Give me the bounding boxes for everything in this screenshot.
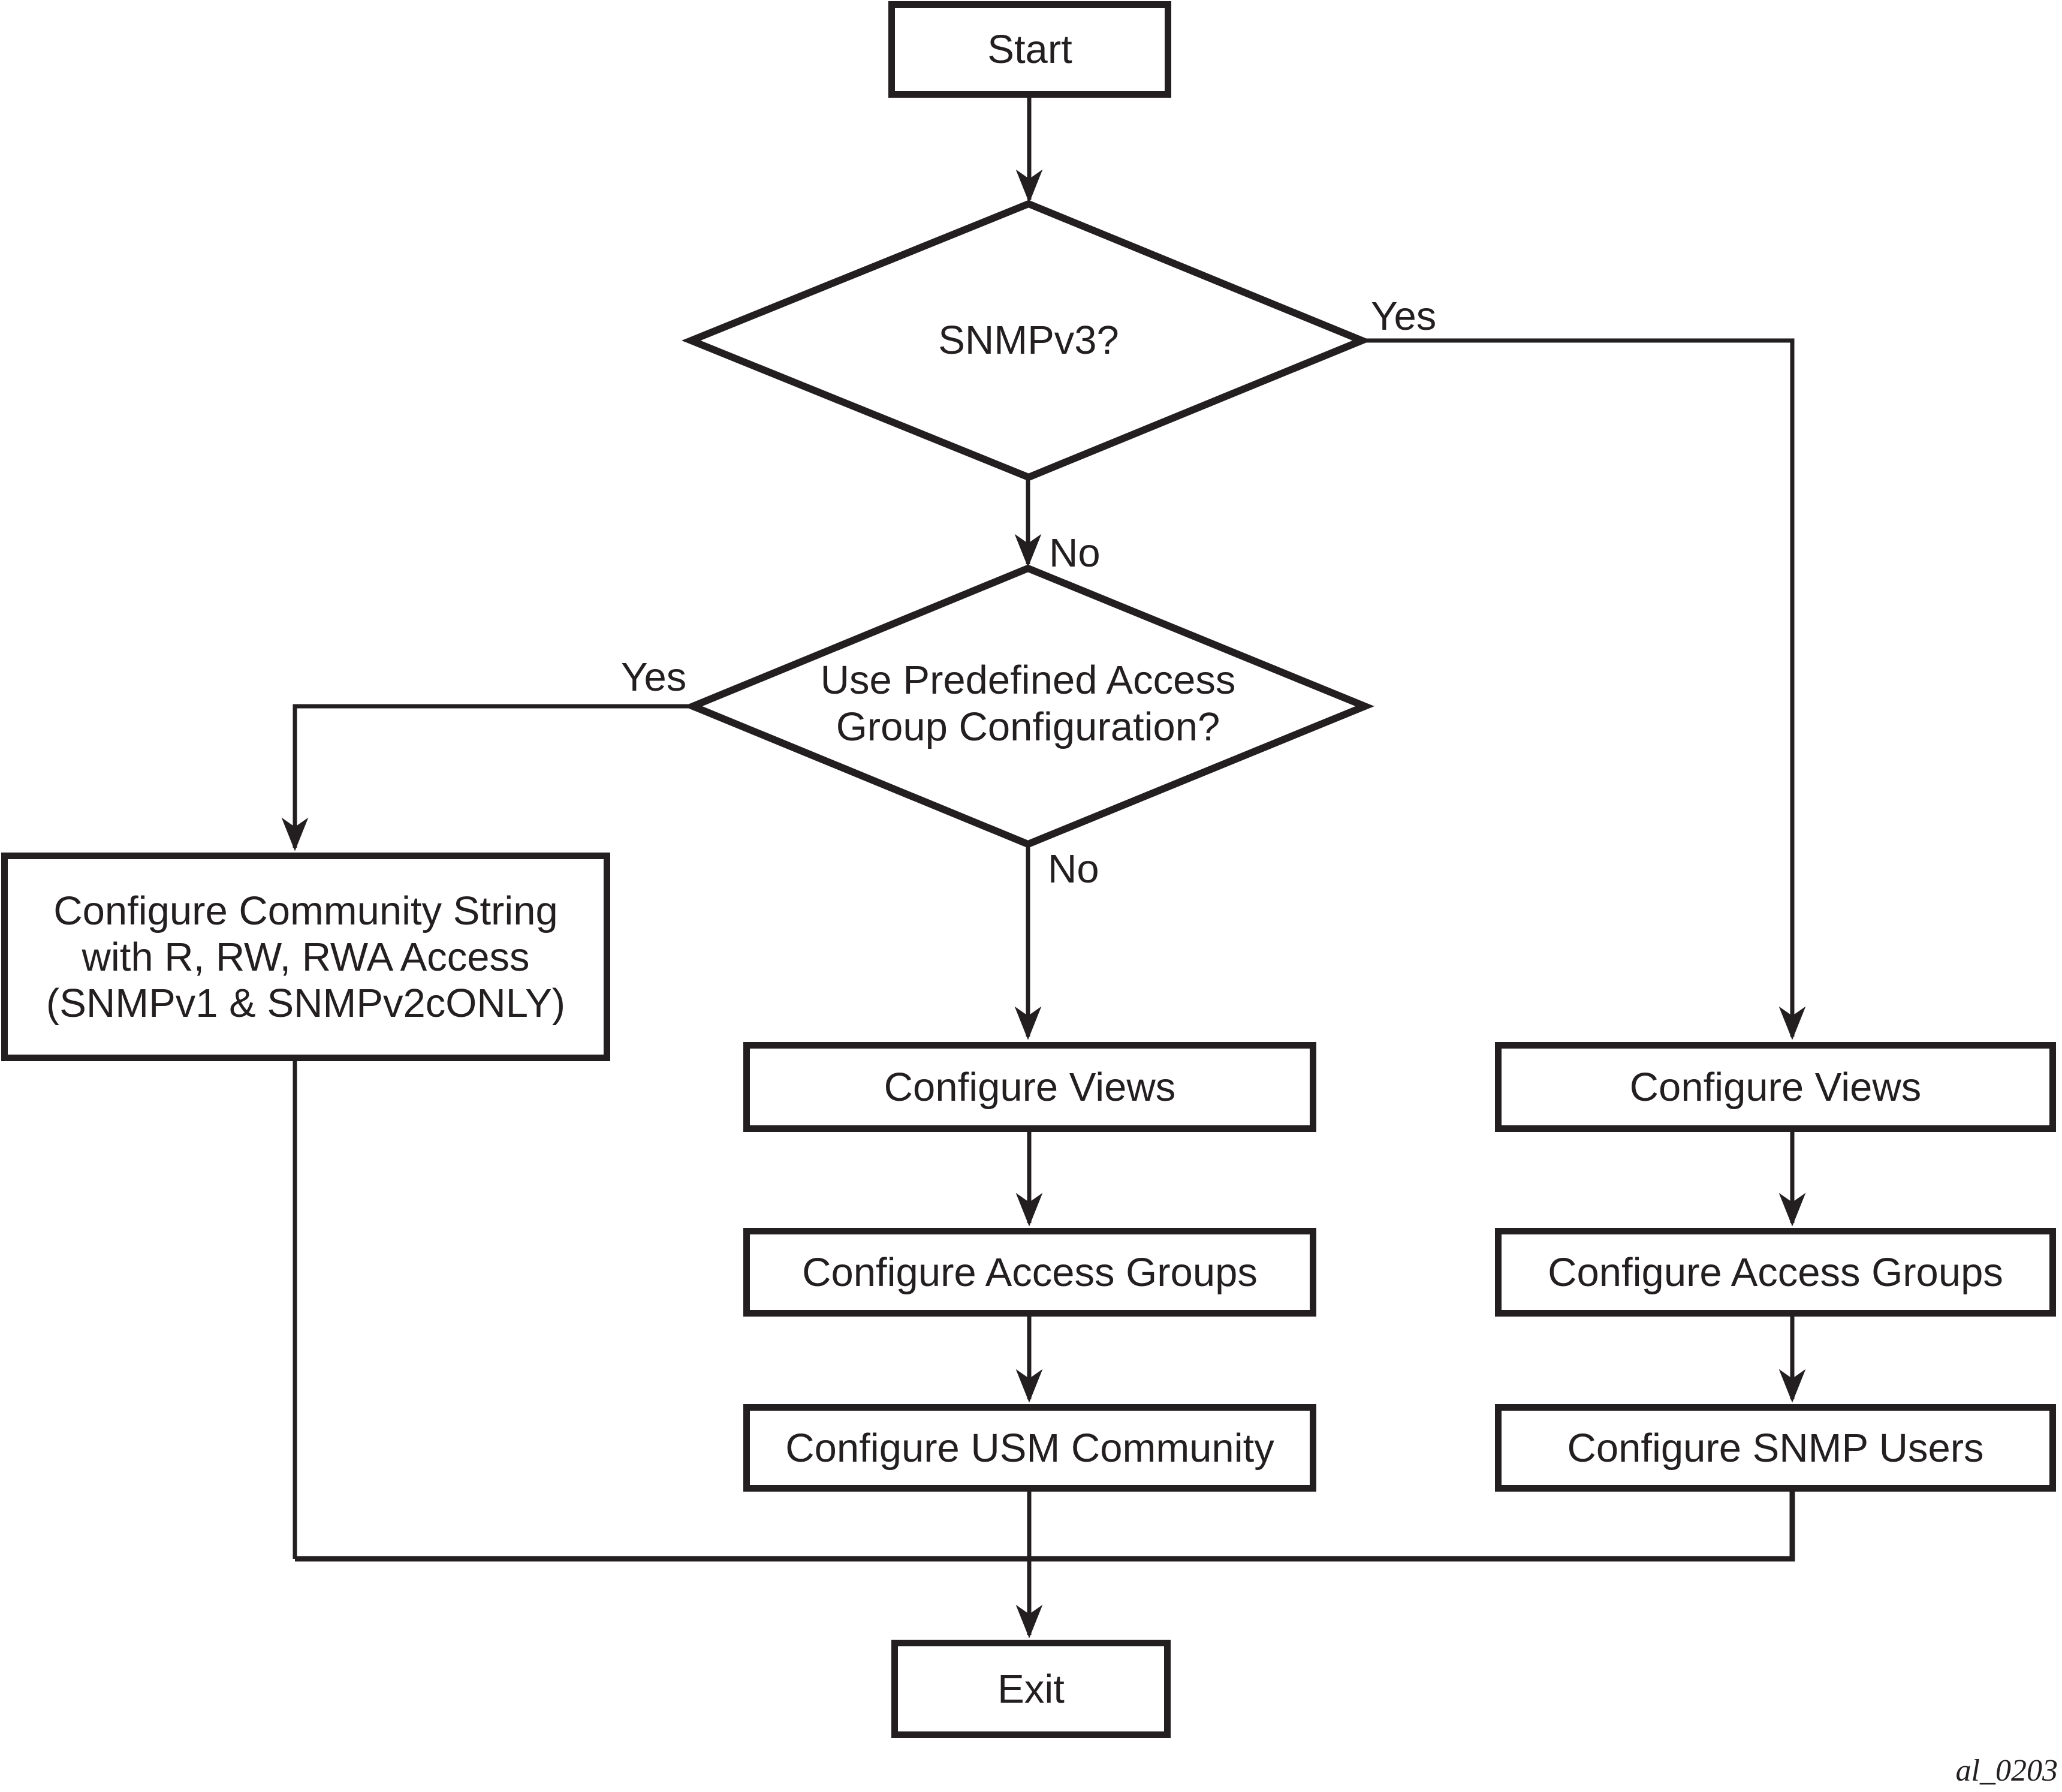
configure-usm-community-label: Configure USM Community bbox=[785, 1425, 1274, 1471]
edge-snmpv3-yes-to-right-views bbox=[1362, 338, 1806, 1040]
mid-configure-access-groups-label: Configure Access Groups bbox=[802, 1249, 1258, 1295]
start-label: Start bbox=[987, 27, 1072, 72]
predefined-yes-label: Yes bbox=[621, 655, 687, 700]
community-line1: Configure Community String bbox=[53, 888, 558, 933]
predefined-question-line2: Group Configuration? bbox=[836, 704, 1220, 749]
mid-configure-views-node: Configure Views bbox=[743, 1042, 1316, 1132]
snmpv3-yes-label: Yes bbox=[1371, 294, 1437, 339]
predefined-access-decision-label: Use Predefined Access Group Configuratio… bbox=[728, 657, 1328, 751]
edge-predefined-yes-to-community bbox=[281, 704, 693, 851]
configure-snmp-users-label: Configure SNMP Users bbox=[1567, 1425, 1984, 1471]
predefined-no-label: No bbox=[1048, 847, 1099, 892]
mid-configure-access-groups-node: Configure Access Groups bbox=[743, 1228, 1316, 1317]
snmpv3-question: SNMPv3? bbox=[938, 318, 1119, 363]
community-line3: (SNMPv1 & SNMPv2cONLY) bbox=[46, 980, 566, 1026]
mid-configure-views-label: Configure Views bbox=[884, 1064, 1176, 1110]
exit-label: Exit bbox=[997, 1666, 1065, 1712]
edge-join-bottom bbox=[295, 1492, 1795, 1562]
right-configure-views-label: Configure Views bbox=[1629, 1064, 1922, 1110]
right-configure-access-groups-node: Configure Access Groups bbox=[1495, 1228, 2056, 1317]
configure-snmp-users-node: Configure SNMP Users bbox=[1495, 1404, 2056, 1492]
figure-id: al_0203 bbox=[1955, 1754, 2058, 1788]
snmpv3-decision-label: SNMPv3? bbox=[729, 317, 1328, 364]
exit-node: Exit bbox=[891, 1640, 1171, 1738]
right-configure-views-node: Configure Views bbox=[1495, 1042, 2056, 1132]
predefined-question-line1: Use Predefined Access bbox=[820, 658, 1236, 703]
configure-community-string-node: Configure Community String with R, RW, R… bbox=[1, 853, 610, 1061]
configure-usm-community-node: Configure USM Community bbox=[743, 1404, 1316, 1492]
start-node: Start bbox=[888, 1, 1171, 98]
snmpv3-no-label: No bbox=[1049, 531, 1101, 576]
community-line2: with R, RW, RWA Access bbox=[82, 934, 530, 980]
right-configure-access-groups-label: Configure Access Groups bbox=[1548, 1249, 2003, 1295]
